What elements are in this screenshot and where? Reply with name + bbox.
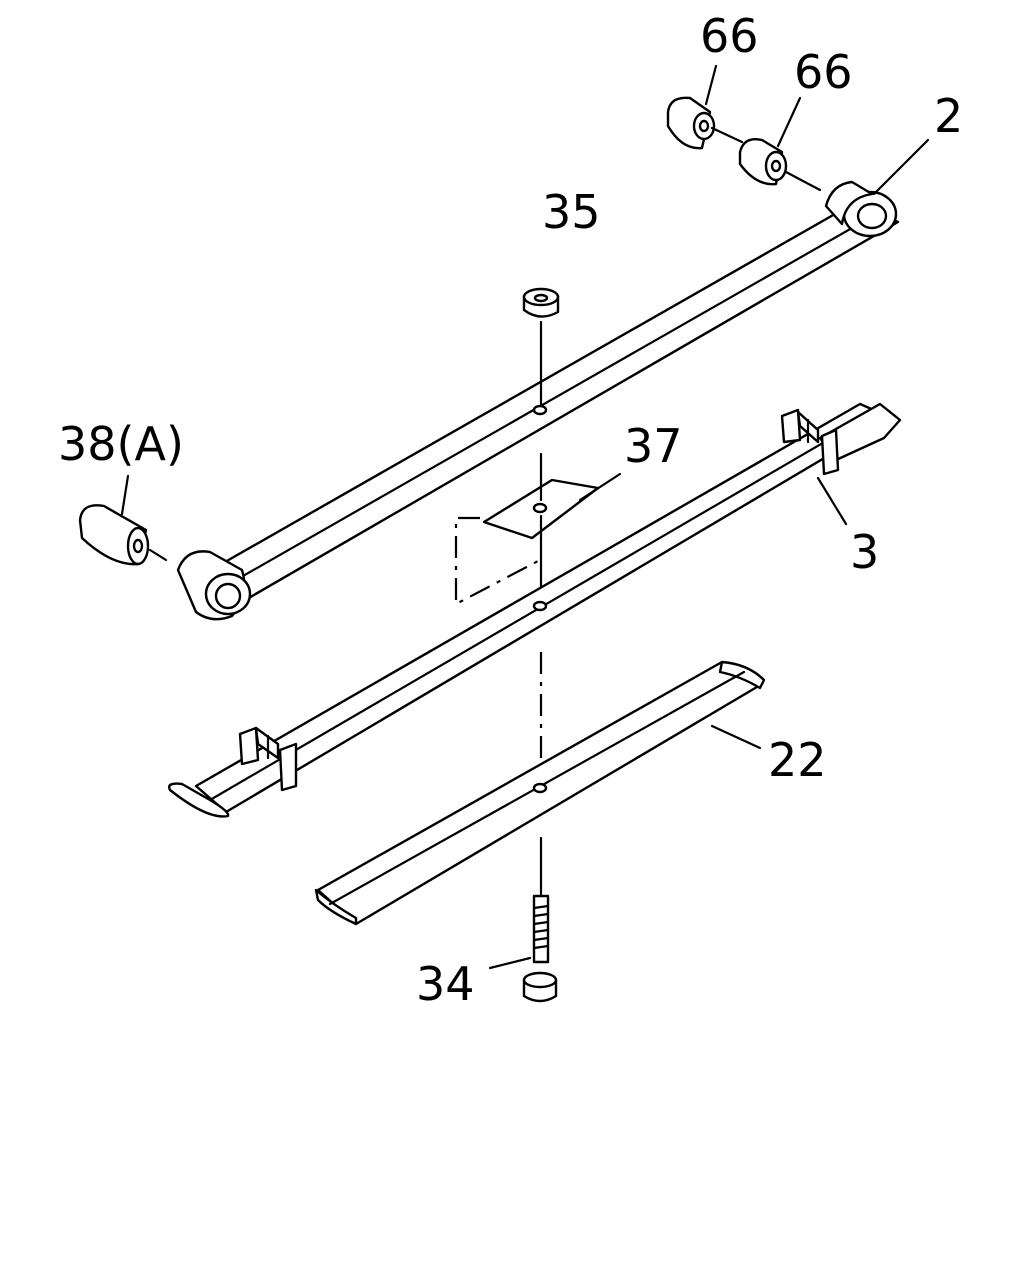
secondary-leaf-spring — [168, 402, 902, 818]
bushing-axis-line — [710, 126, 744, 144]
callout-37: 37 — [624, 419, 683, 473]
main-leaf-spring — [176, 180, 900, 621]
bushing-66-lower — [738, 138, 788, 186]
callout-66-lower: 66 — [794, 45, 853, 99]
callout-35: 35 — [542, 185, 601, 239]
callout-3: 3 — [850, 525, 879, 579]
lower-leaf-22 — [314, 660, 766, 926]
callout-38a: 38(A) — [58, 417, 184, 471]
bolt-34 — [522, 836, 558, 1003]
bushing-38a — [78, 504, 168, 566]
callout-34: 34 — [416, 957, 475, 1011]
callout-2: 2 — [934, 89, 963, 143]
bushing-axis-line-2 — [784, 170, 822, 192]
leader-lines — [120, 64, 930, 970]
callout-66-upper: 66 — [700, 9, 759, 63]
bushing-66-upper — [666, 96, 716, 150]
nut-35 — [522, 287, 560, 406]
callout-22: 22 — [768, 733, 827, 787]
